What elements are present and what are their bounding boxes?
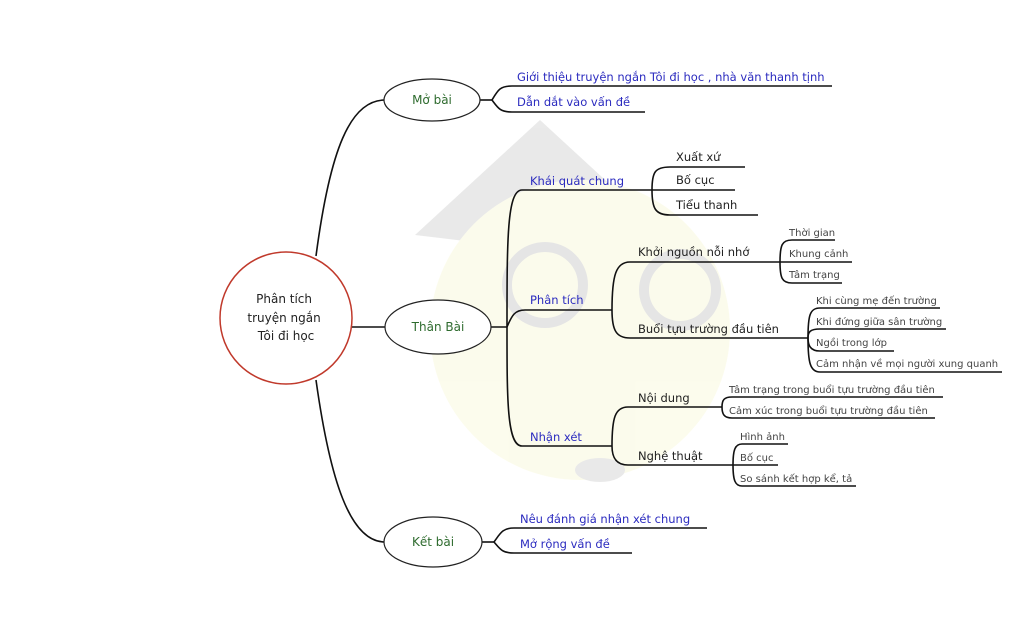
buoi-tuu-item-4[interactable]: Cảm nhận về mọi người xung quanh	[816, 358, 998, 370]
noi-dung-label[interactable]: Nội dung	[638, 391, 690, 405]
center-line-3: Tôi đi học	[257, 329, 315, 343]
branch-node-ket-bai[interactable]: Kết bài	[383, 516, 483, 568]
nghe-thuat-item-1[interactable]: Hình ảnh	[740, 431, 785, 443]
khai-quat-item-2[interactable]: Bố cục	[676, 173, 715, 187]
connector-lines	[315, 85, 1002, 554]
center-node[interactable]: Phân tích truyện ngắn Tôi đi học	[219, 251, 353, 385]
center-line-1: Phân tích	[256, 292, 312, 306]
khoi-nguon-item-1[interactable]: Thời gian	[788, 227, 835, 239]
branch-label-than-bai: Thân Bài	[411, 320, 465, 334]
nghe-thuat-item-2[interactable]: Bố cục	[740, 452, 774, 464]
khai-quat-item-1[interactable]: Xuất xứ	[676, 150, 721, 164]
khoi-nguon-label[interactable]: Khởi nguồn nỗi nhớ	[638, 245, 749, 259]
khoi-nguon-item-3[interactable]: Tâm trạng	[788, 269, 840, 281]
watermark-owl-icon	[415, 120, 730, 482]
center-line-2: truyện ngắn	[247, 311, 320, 325]
branch-node-than-bai[interactable]: Thân Bài	[384, 299, 492, 355]
branch-label-ket-bai: Kết bài	[412, 535, 454, 549]
nghe-thuat-item-3[interactable]: So sánh kết hợp kể, tả	[740, 472, 852, 485]
khai-quat-item-3[interactable]: Tiểu thanh	[675, 198, 737, 212]
nghe-thuat-label[interactable]: Nghệ thuật	[638, 449, 703, 463]
khai-quat-label[interactable]: Khái quát chung	[530, 174, 624, 188]
ket-bai-item-2[interactable]: Mở rộng vấn đề	[520, 537, 610, 551]
mo-bai-item-2[interactable]: Dẫn dắt vào vấn đề	[517, 95, 630, 109]
buoi-tuu-label[interactable]: Buổi tựu trường đầu tiên	[638, 322, 779, 336]
noi-dung-item-2[interactable]: Cảm xúc trong buổi tựu trường đầu tiên	[729, 404, 928, 417]
nhan-xet-label[interactable]: Nhận xét	[530, 430, 582, 444]
buoi-tuu-item-3[interactable]: Ngồi trong lớp	[816, 337, 887, 349]
svg-text:Phân tích truyện ngắn: Phân tích truyện ngắn Tôi đi học	[247, 292, 324, 343]
branch-label-mo-bai: Mở bài	[412, 93, 452, 107]
phan-tich-label[interactable]: Phân tích	[530, 293, 584, 307]
buoi-tuu-item-1[interactable]: Khi cùng mẹ đến trường	[816, 295, 937, 307]
khoi-nguon-item-2[interactable]: Khung cảnh	[789, 248, 848, 260]
link-center-mo-bai	[315, 99, 386, 257]
buoi-tuu-item-2[interactable]: Khi đứng giữa sân trường	[816, 316, 942, 328]
mo-bai-item-1[interactable]: Giới thiệu truyện ngắn Tôi đi học , nhà …	[517, 70, 825, 84]
ket-bai-item-1[interactable]: Nêu đánh giá nhận xét chung	[520, 512, 690, 526]
noi-dung-item-1[interactable]: Tâm trạng trong buổi tựu trường đầu tiên	[728, 383, 935, 396]
branch-node-mo-bai[interactable]: Mở bài	[383, 78, 481, 122]
link-center-ket-bai	[315, 379, 386, 543]
